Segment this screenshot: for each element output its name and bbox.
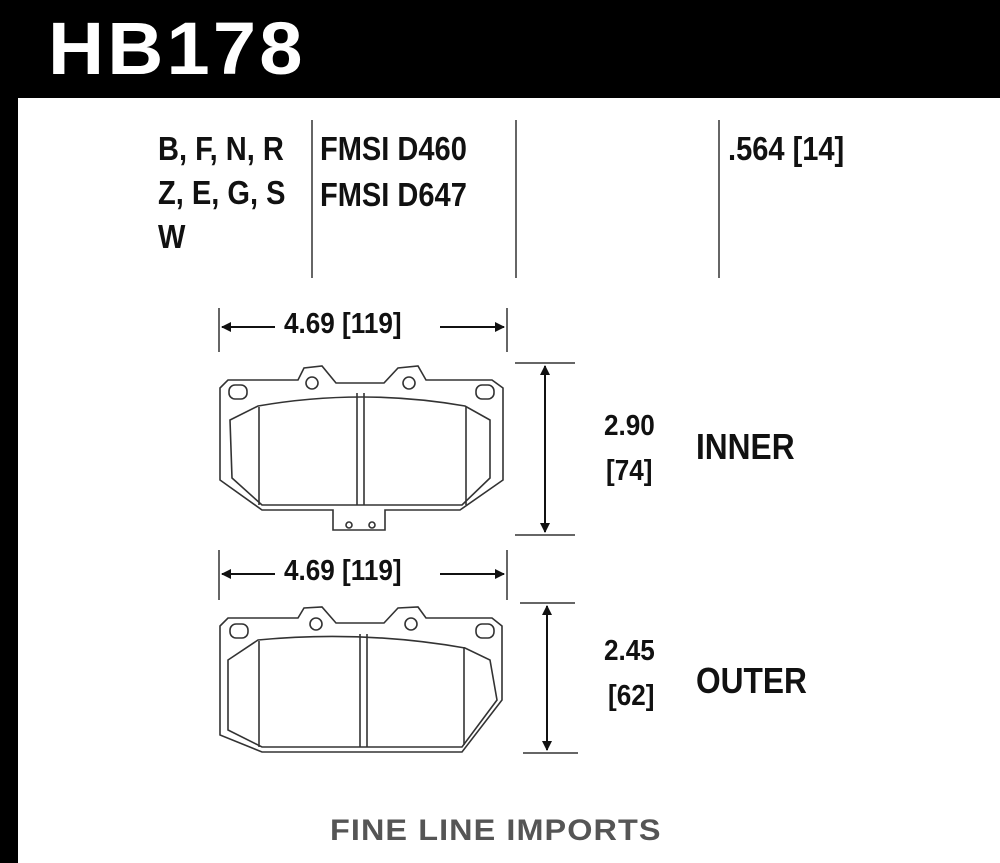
outer-pad-outline	[219, 606, 503, 753]
spec-sheet	[18, 98, 1000, 863]
fmsi-2: FMSI D647	[320, 176, 467, 213]
divider	[311, 120, 313, 278]
inner-label: INNER	[696, 426, 795, 467]
thickness: .564 [14]	[728, 130, 845, 167]
outer-width-dimension	[218, 550, 508, 600]
outer-height-mm: [62]	[608, 680, 655, 712]
compound-line-1: B, F, N, R	[158, 130, 284, 167]
outer-height-in: 2.45	[604, 635, 655, 667]
outer-label: OUTER	[696, 660, 807, 701]
divider	[515, 120, 517, 278]
part-number-title: HB178	[48, 7, 306, 90]
inner-pad-outline	[219, 365, 504, 531]
inner-height-in: 2.90	[604, 410, 655, 442]
compound-line-3: W	[158, 218, 186, 255]
compound-line-2: Z, E, G, S	[158, 174, 286, 211]
footer-brand: FINE LINE IMPORTS	[330, 814, 662, 847]
outer-height-dimension	[520, 602, 578, 754]
inner-width-label: 4.69 [119]	[284, 308, 402, 340]
inner-height-dimension	[515, 362, 575, 536]
inner-width-dimension	[218, 308, 508, 352]
outer-width-label: 4.69 [119]	[284, 555, 402, 587]
fmsi-1: FMSI D460	[320, 130, 467, 167]
inner-height-mm: [74]	[606, 455, 653, 487]
divider	[718, 120, 720, 278]
